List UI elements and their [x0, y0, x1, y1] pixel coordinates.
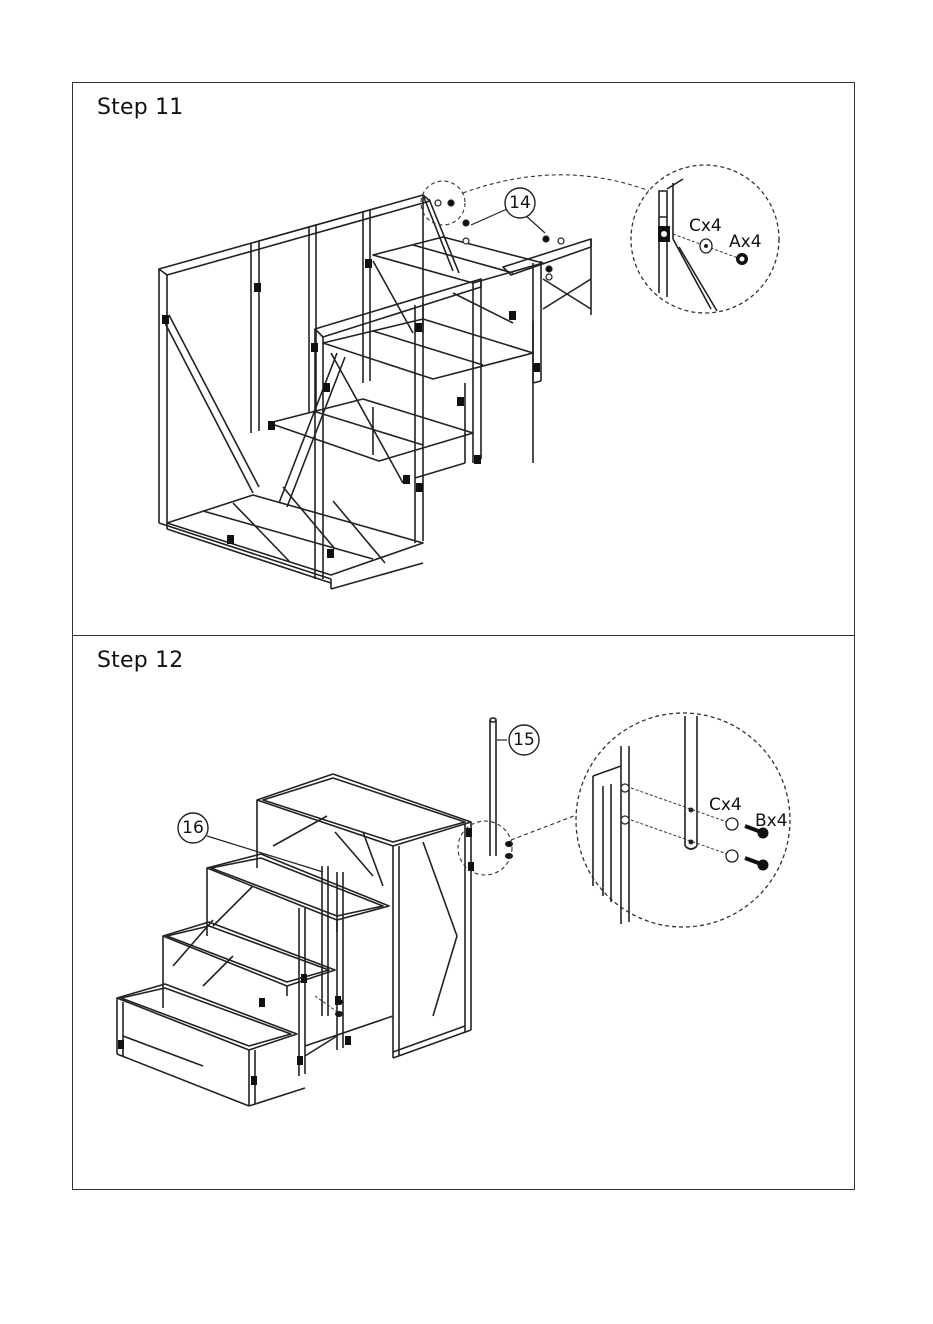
- washer-c-label: Cx4: [689, 216, 722, 236]
- step-12-panel: Step 12: [72, 635, 855, 1190]
- step-11-part-callout: 14: [471, 188, 545, 233]
- step-12-part-callouts: 15 16: [178, 725, 539, 843]
- step-11-illustration: 14: [73, 83, 856, 637]
- part-16-label: 16: [182, 818, 204, 838]
- step-12-screws-overview: [335, 841, 513, 1017]
- part-15-label: 15: [513, 730, 535, 750]
- bolt-b-label: Bx4: [755, 811, 788, 831]
- step-12-joint-brackets: [118, 828, 474, 1085]
- part-14-label: 14: [509, 193, 531, 213]
- step-11-panel: Step 11: [72, 82, 855, 636]
- washer-c-label-step12: Cx4: [709, 795, 742, 815]
- step-11-frame-drawing: [159, 195, 591, 589]
- bolt-a-label: Ax4: [729, 232, 762, 252]
- step-12-illustration: 15 16: [73, 636, 856, 1191]
- step-12-stairs-drawing: [117, 718, 507, 1106]
